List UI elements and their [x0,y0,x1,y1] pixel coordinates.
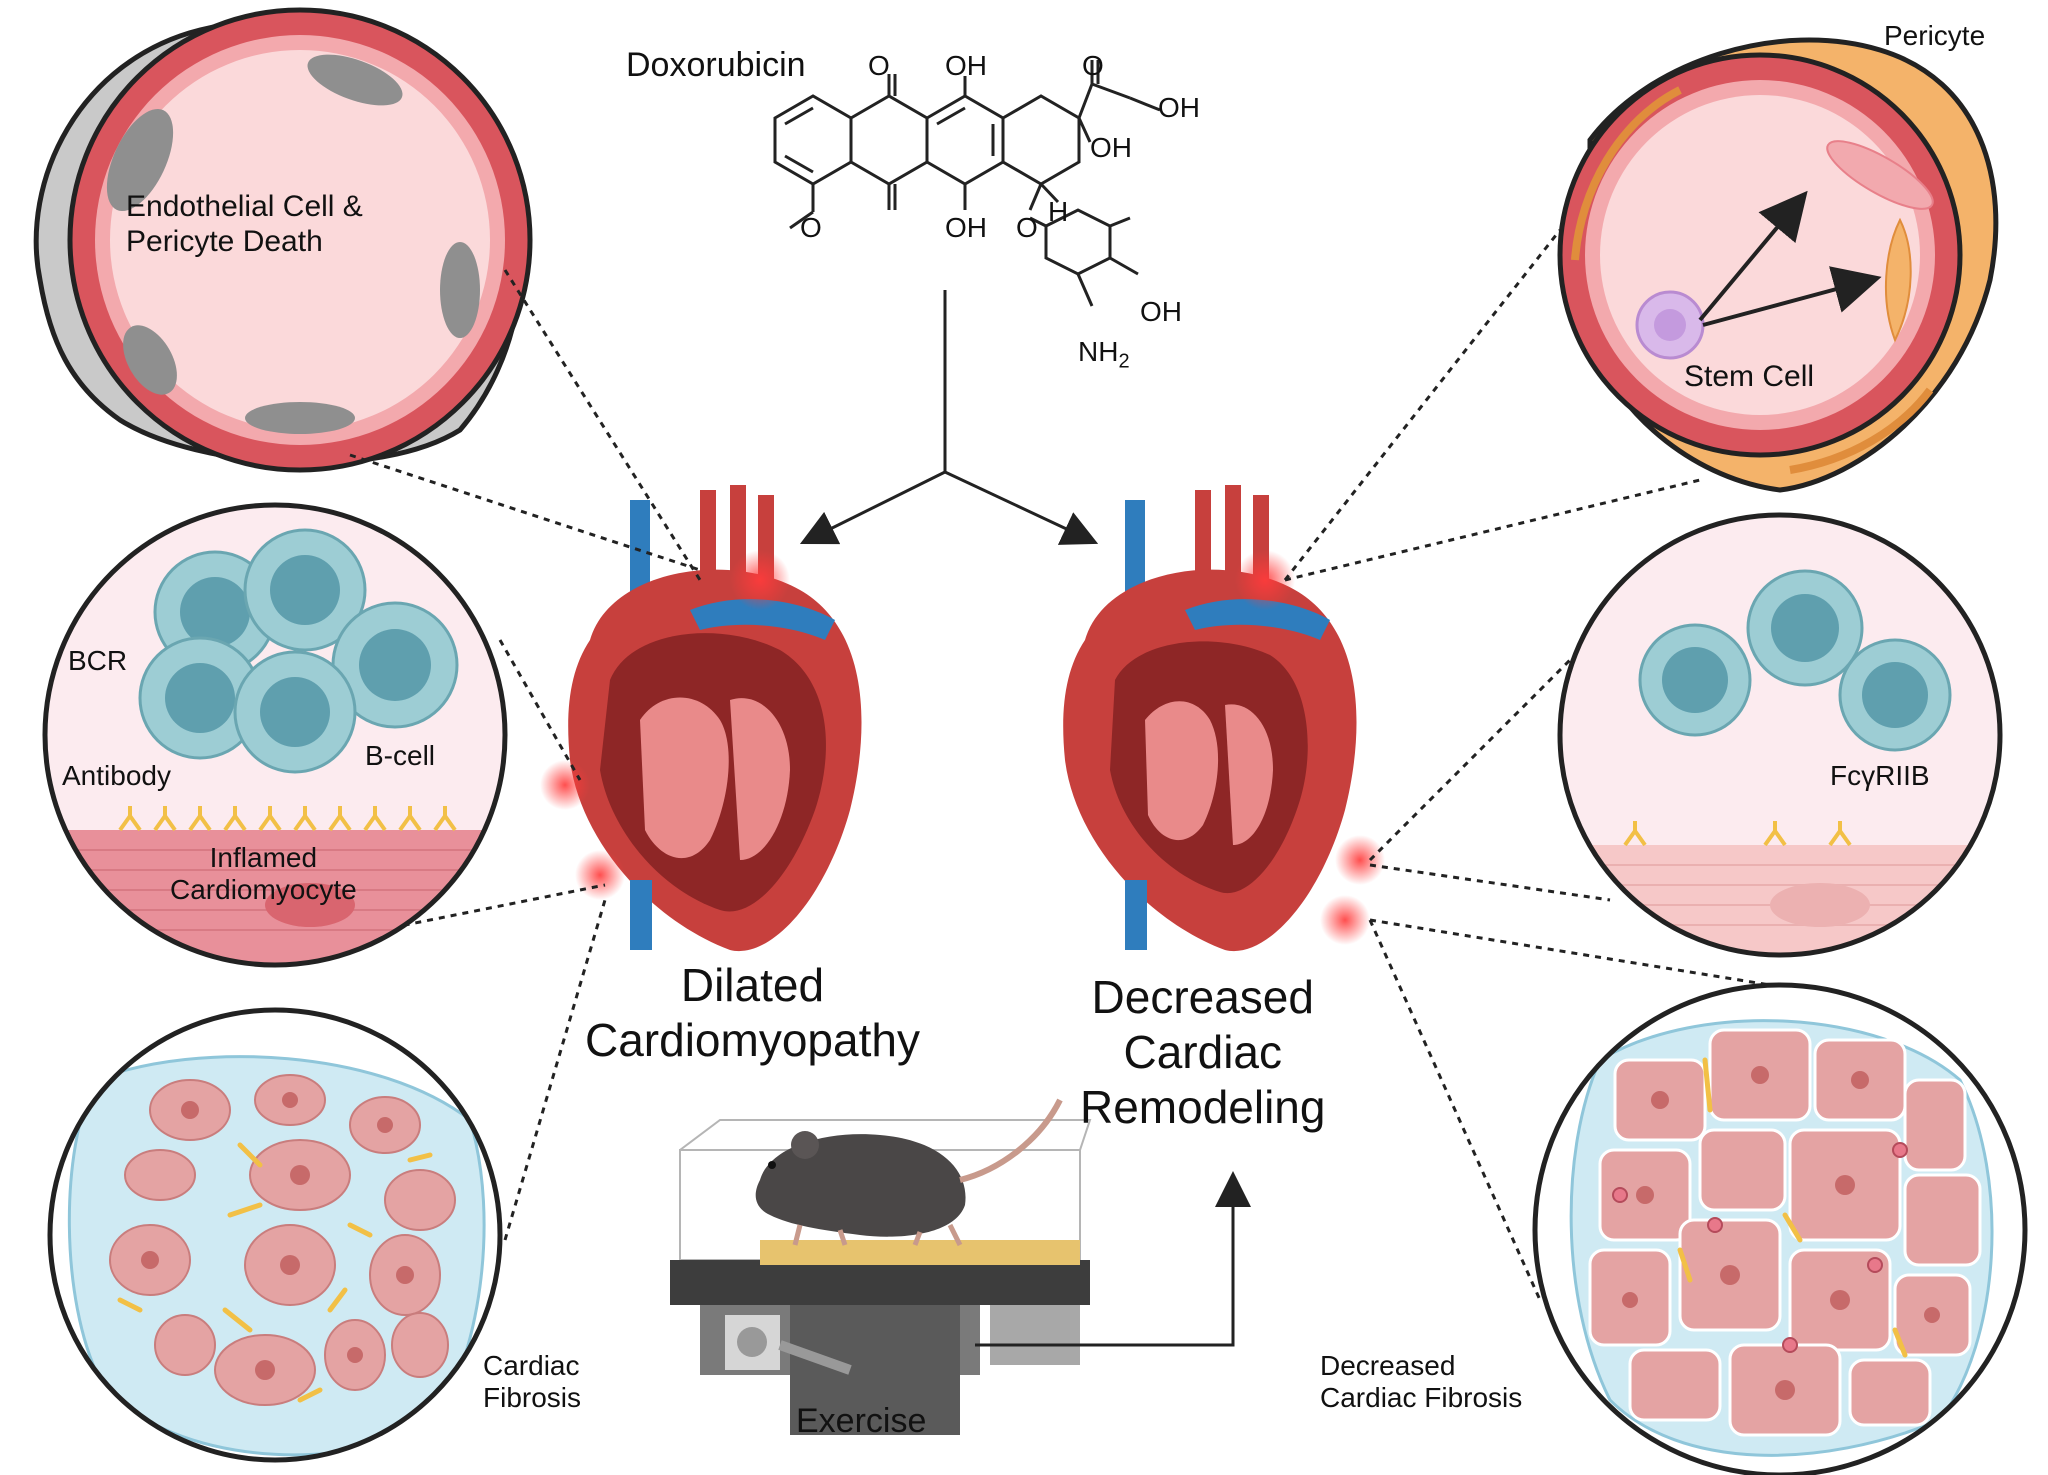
fc-receptor-panel [1557,512,2003,958]
chem-o-2: O [1082,50,1104,81]
antibody-label: Antibody [62,760,171,791]
chem-o-1: O [868,50,890,81]
decreased-fibrosis-line1: Decreased [1320,1350,1456,1381]
chem-h: H [1048,196,1069,227]
outcome-left-line1: Dilated [680,959,825,1011]
b-cell-panel [42,502,508,968]
fc-receptor-label: FcγRIIB [1830,760,1930,791]
chem-nh: NH [1078,336,1119,367]
connector-lines [349,229,1771,1301]
outcome-left-line2: Cardiomyopathy [585,1014,920,1067]
decreased-fibrosis-label: Decreased Cardiac Fibrosis [1320,1350,1522,1414]
chem-oh-2: OH [1158,92,1200,123]
decreased-fibrosis-line2: Cardiac Fibrosis [1320,1382,1523,1414]
fibrosis-label: Cardiac Fibrosis [483,1350,581,1414]
pericyte-panel [1557,37,1999,493]
inflamed-line2: Cardiomyocyte [170,874,357,906]
fibrosis-panel [47,1007,503,1463]
fibroblast-icon [117,1142,433,1403]
chem-o-3: O [800,212,822,243]
heart-right [1063,485,1385,952]
stem-cell-label: Stem Cell [1684,360,1815,393]
pericyte-label: Pericyte [1884,20,1986,51]
chem-nh-sub: 2 [1118,350,1130,373]
vessel-death-line2: Pericyte Death [126,224,323,258]
outcome-right: Decreased Cardiac Remodeling [1080,970,1325,1136]
drug-arrows [799,290,1099,545]
vessel-cross-section-death [33,7,533,473]
antibody-icon [118,806,457,832]
bcr-label: BCR [68,645,128,676]
inflamed-cardiomyocyte-label: Inflamed Cardiomyocyte [170,842,357,906]
outcome-left: Dilated Cardiomyopathy [585,958,920,1068]
chem-oh-3: OH [1090,132,1132,163]
outcome-right-line3: Remodeling [1080,1081,1326,1134]
b-cell-icon [138,528,459,774]
fibrosis-line1: Cardiac [483,1350,580,1381]
exercise-arrow [975,1171,1251,1347]
chem-nh2: NH2 [1078,336,1130,374]
chem-oh-4: OH [945,212,987,243]
decreased-fibrosis-panel [1532,982,2028,1475]
b-cell-label: B-cell [365,740,436,771]
drug-name: Doxorubicin [626,46,806,84]
chem-o-4: O [1016,212,1038,243]
mouse-treadmill-icon [670,1098,1092,1435]
heart-left [540,485,862,952]
vessel-death-line1: Endothelial Cell & [126,190,363,223]
inflamed-line1: Inflamed [209,842,318,873]
outcome-right-line1: Decreased [1091,971,1314,1023]
doxorubicin-structure [773,60,1161,307]
chem-oh-1: OH [945,50,987,81]
vessel-death-label: Endothelial Cell & Pericyte Death [126,190,363,259]
fibrosis-line2: Fibrosis [483,1382,582,1414]
exercise-label: Exercise [796,1402,927,1440]
outcome-right-line2: Cardiac [1123,1026,1282,1079]
chem-oh-5: OH [1140,296,1182,327]
